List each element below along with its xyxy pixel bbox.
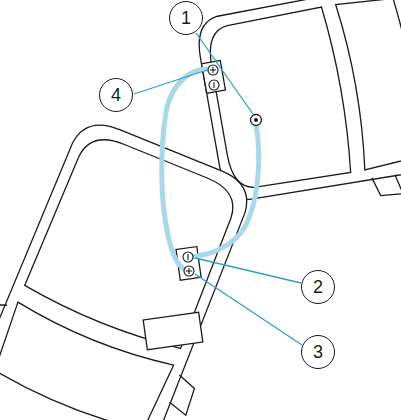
ground-point	[251, 115, 262, 126]
callout-number: 3	[313, 343, 323, 361]
callout-number: 4	[111, 86, 121, 104]
receiving-car	[0, 107, 276, 420]
callout-circle: 4	[99, 78, 133, 112]
callout-number: 2	[313, 278, 323, 296]
leader-line	[195, 258, 301, 283]
callout-number: 1	[181, 9, 191, 27]
leader-line	[134, 70, 207, 94]
callout-circle: 3	[301, 335, 335, 369]
negative-jumper-cable	[188, 124, 259, 257]
flat-positive-terminal	[184, 266, 194, 276]
positive-jumper-cable	[162, 69, 212, 271]
leader-line	[195, 274, 302, 345]
callout-circle: 2	[301, 270, 335, 304]
donor-positive-terminal	[208, 65, 218, 75]
donor-battery	[202, 60, 226, 93]
leader-line	[196, 33, 253, 114]
callout-circle: 1	[169, 1, 203, 35]
flat-negative-terminal	[183, 252, 193, 262]
engine-cover	[143, 312, 203, 350]
donor-negative-terminal	[209, 80, 219, 90]
